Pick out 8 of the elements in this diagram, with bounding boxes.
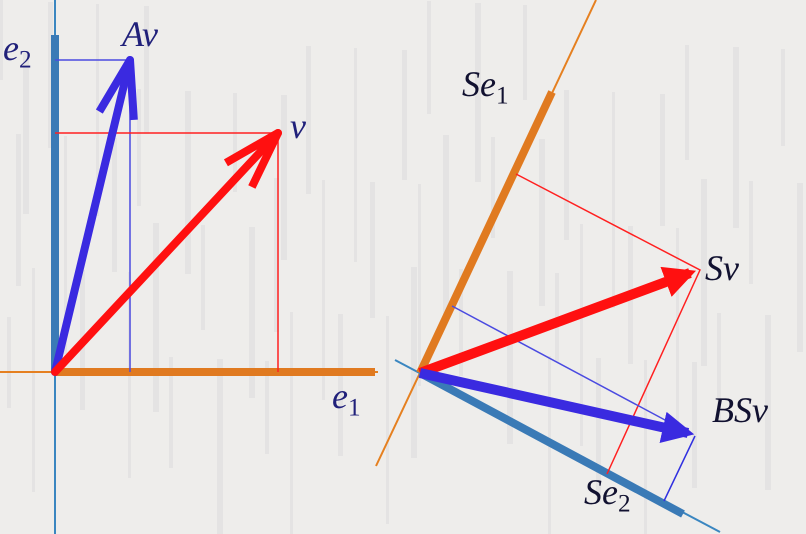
vector-label: BSv bbox=[712, 392, 768, 428]
vector-label: Sv bbox=[705, 250, 739, 286]
vector-label: e$_{1}$ bbox=[332, 378, 361, 421]
vector-label: e$_{2}$ bbox=[3, 30, 32, 73]
vector-label: Se$_{2}$ bbox=[584, 474, 631, 517]
vector-label: v bbox=[290, 108, 306, 144]
vector-label: Av bbox=[122, 16, 158, 52]
vector-label: Se$_{1}$ bbox=[462, 66, 509, 109]
